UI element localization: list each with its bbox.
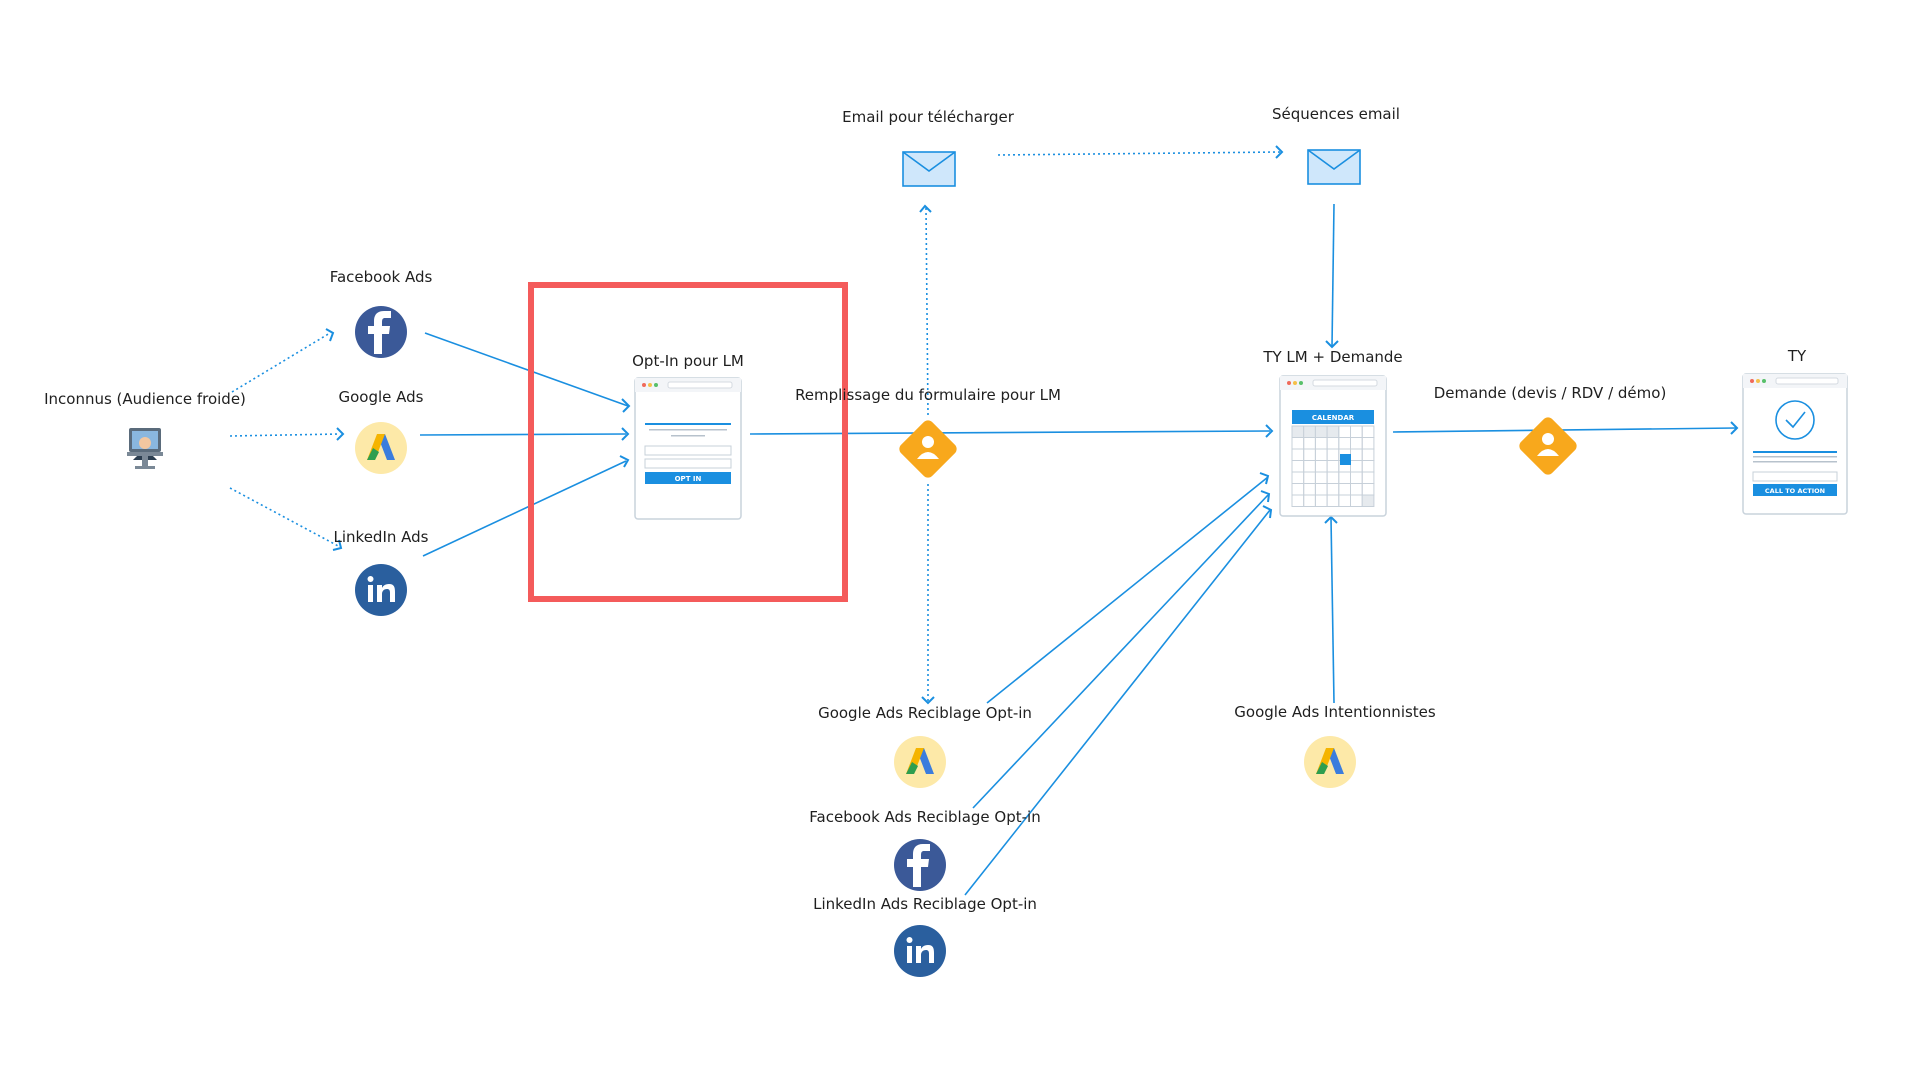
calendar-header-label: CALENDAR — [1312, 414, 1355, 422]
label-ty: TY — [1787, 347, 1807, 365]
calendar-page-icon: CALENDAR — [1279, 375, 1387, 517]
google-ads-icon — [894, 736, 946, 788]
google-ads-icon — [355, 422, 407, 474]
connector-ga-retarget-tylm — [986, 476, 1269, 704]
label-audience: Inconnus (Audience froide) — [44, 390, 246, 408]
facebook-icon — [355, 306, 407, 358]
arrowhead — [1262, 505, 1273, 519]
linkedin-icon — [355, 564, 407, 616]
calendar-cell — [1314, 425, 1328, 438]
arrowhead — [1325, 340, 1339, 349]
connector-optin-tylm — [749, 430, 1271, 435]
arrowhead — [332, 539, 343, 551]
label-linkedin-ads: LinkedIn Ads — [333, 528, 429, 546]
connector-audience-linkedin — [229, 487, 341, 548]
arrowhead — [336, 427, 345, 441]
label-ga-intent: Google Ads Intentionnistes — [1234, 703, 1436, 721]
connector-fb-retarget-tylm — [972, 494, 1269, 809]
label-fb-retarget: Facebook Ads Reciblage Opt-in — [809, 808, 1041, 826]
label-li-retarget: LinkedIn Ads Reciblage Opt-in — [813, 895, 1037, 913]
arrowhead — [621, 398, 631, 413]
connector-audience-facebook — [231, 332, 331, 393]
connector-tylm-ty — [1392, 427, 1737, 433]
connector-google-optin — [419, 433, 627, 436]
calendar-cell — [1361, 494, 1375, 507]
label-form-fill: Remplissage du formulaire pour LM — [795, 386, 1061, 404]
arrowhead — [919, 204, 932, 213]
google-ads-icon — [1304, 736, 1356, 788]
cta-button-label: CALL TO ACTION — [1765, 487, 1825, 495]
arrowhead — [619, 455, 630, 468]
label-request: Demande (devis / RDV / démo) — [1433, 384, 1667, 402]
connector-diamond-email — [925, 207, 929, 416]
connector-intent-tylm — [1330, 517, 1335, 704]
envelope-icon — [1307, 149, 1361, 185]
arrowhead — [325, 328, 335, 342]
envelope-icon — [902, 151, 956, 187]
label-ty-lm: TY LM + Demande — [1263, 348, 1403, 366]
connector-linkedin-optin — [422, 460, 627, 557]
arrowhead — [1730, 421, 1739, 435]
label-email-download: Email pour télécharger — [842, 108, 1014, 126]
connector-audience-google — [229, 433, 341, 437]
arrowhead — [1260, 490, 1271, 503]
label-google-ads: Google Ads — [338, 388, 424, 406]
highlight-box — [528, 282, 848, 602]
arrowhead — [621, 427, 630, 441]
connector-facebook-optin — [424, 332, 629, 407]
label-facebook-ads: Facebook Ads — [329, 268, 433, 286]
arrowhead — [1324, 515, 1338, 524]
arrowhead — [1259, 472, 1270, 485]
arrowhead — [921, 696, 935, 705]
label-ga-retarget: Google Ads Reciblage Opt-in — [818, 704, 1032, 722]
conversion-diamond-icon — [899, 420, 957, 478]
connector-li-retarget-tylm — [964, 509, 1271, 896]
linkedin-icon — [894, 925, 946, 977]
facebook-icon — [894, 839, 946, 891]
calendar-cell — [1291, 425, 1305, 438]
optin-button-label: OPT IN — [675, 475, 702, 483]
label-optin: Opt-In pour LM — [632, 352, 744, 370]
calendar-cell — [1303, 425, 1316, 438]
connector-sequences-tylm — [1331, 203, 1335, 347]
conversion-diamond-icon — [1519, 417, 1577, 475]
connector-email-sequences — [997, 151, 1281, 156]
label-email-sequences: Séquences email — [1272, 105, 1400, 123]
calendar-cell — [1326, 425, 1340, 438]
person-computer-icon — [127, 428, 163, 469]
thank-you-page-icon: CALL TO ACTION — [1742, 373, 1848, 515]
arrowhead — [1265, 424, 1274, 438]
arrowhead — [1275, 145, 1284, 159]
optin-page-icon: OPT IN — [634, 377, 742, 520]
